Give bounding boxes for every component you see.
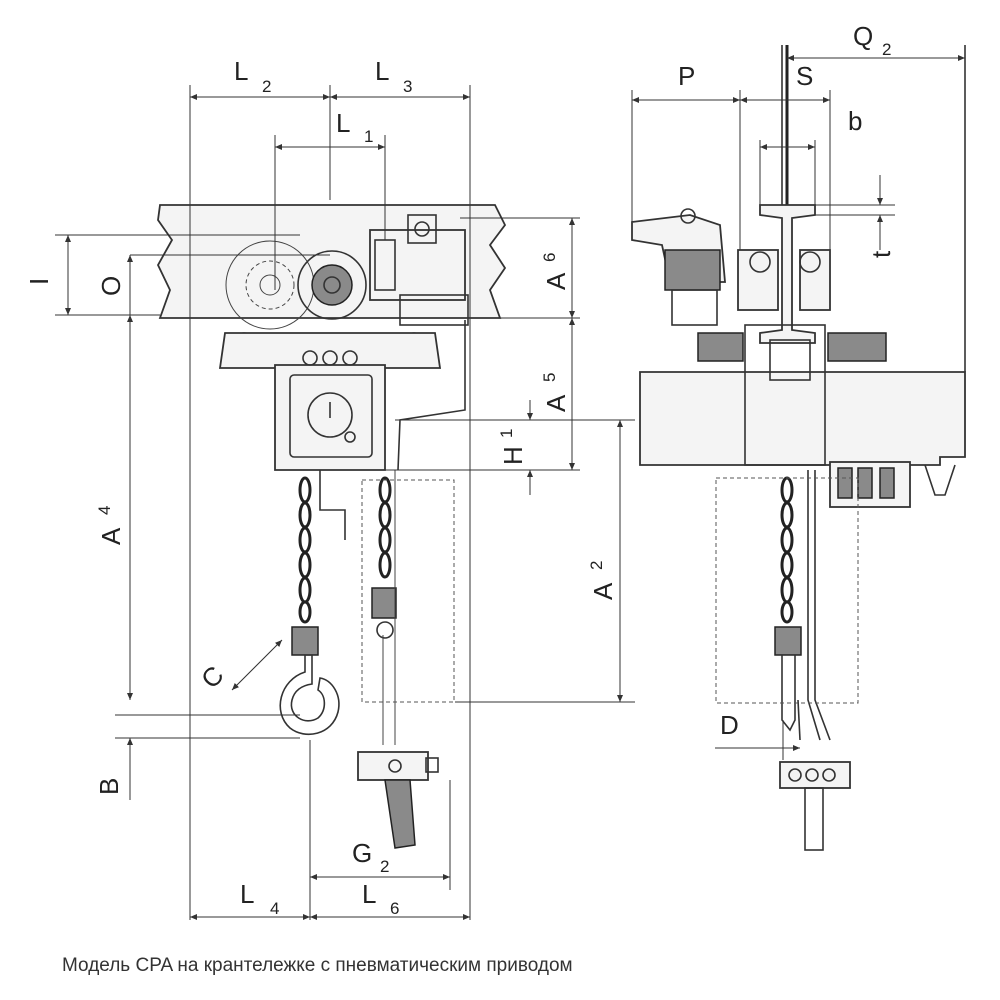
label-L4-sub: 4 [270, 899, 279, 918]
label-D: D [720, 710, 739, 740]
label-H1-sub: 1 [497, 429, 516, 438]
figure-caption: Модель CPA на крантележке с пневматическ… [62, 955, 573, 976]
hook [279, 654, 340, 736]
label-L1-main: L [336, 108, 350, 138]
hand-chain [371, 476, 397, 639]
label-L2-sub: 2 [262, 77, 271, 96]
label-G2-sub: 2 [380, 857, 389, 876]
label-P: P [678, 61, 695, 91]
pendant-control [357, 751, 439, 849]
label-L6-sub: 6 [390, 899, 399, 918]
label-L1-sub: 1 [364, 127, 373, 146]
front-view [156, 204, 507, 849]
label-A4-main: A [96, 527, 126, 545]
label-L3-sub: 3 [403, 77, 412, 96]
label-L3-main: L [375, 56, 389, 86]
label-A4-sub: 4 [95, 506, 114, 515]
label-Q2-sub: 2 [882, 40, 891, 59]
label-G2-main: G [352, 838, 372, 868]
label-A6-sub: 6 [540, 253, 559, 262]
label-C: C [195, 660, 229, 694]
label-O: O [96, 276, 126, 296]
label-t: t [866, 250, 896, 258]
label-H1-main: H [498, 446, 528, 465]
load-chain [298, 476, 312, 624]
label-A2-sub: 2 [587, 561, 606, 570]
label-L6-main: L [362, 879, 376, 909]
label-L4-main: L [240, 879, 254, 909]
side-dimensions [631, 55, 965, 760]
label-A6-main: A [541, 272, 571, 290]
side-view [631, 45, 966, 851]
label-B: B [94, 778, 124, 795]
front-dimensions [55, 85, 635, 920]
label-L2-main: L [234, 56, 248, 86]
label-A2-main: A [588, 582, 618, 600]
label-A5-main: A [541, 394, 571, 412]
label-Q2-main: Q [853, 21, 873, 51]
label-S: S [796, 61, 813, 91]
label-I: I [24, 278, 54, 285]
side-load-chain [780, 476, 794, 624]
label-A5-sub: 5 [540, 373, 559, 382]
label-b: b [848, 106, 862, 136]
